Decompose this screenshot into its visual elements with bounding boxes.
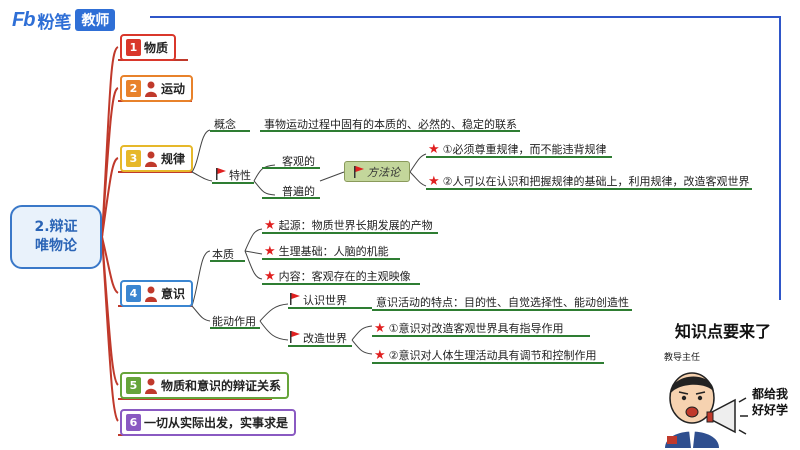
- frame-line: [150, 16, 781, 300]
- method-item-2: ★②人可以在认识和把握规律的基础上，利用规律，改造客观世界: [428, 173, 750, 189]
- central-topic-label: 2.辩证唯物论: [34, 219, 78, 254]
- transform-item-2: ★②意识对人体生理活动具有调节和控制作用: [374, 347, 597, 363]
- star-icon: ★: [264, 269, 276, 284]
- branch-label-2: 运动: [161, 82, 186, 96]
- branch-node-1: 1 物质: [120, 34, 177, 61]
- transform-world-node: 改造世界: [290, 330, 347, 346]
- red-flag-icon: [290, 331, 300, 343]
- essence-item-3-text: 内容：客观存在的主观映像: [278, 270, 411, 283]
- know-world-node: 认识世界: [290, 292, 347, 308]
- essence-item-3: ★内容：客观存在的主观映像: [264, 268, 411, 284]
- method-label: 方法论: [367, 165, 400, 179]
- star-icon: ★: [264, 244, 276, 259]
- branch-node-4: 4 意识: [120, 280, 194, 307]
- law-concept-text: 事物运动过程中固有的本质的、必然的、稳定的联系: [264, 118, 517, 131]
- branch-node-6: 6 一切从实际出发，实事求是: [120, 409, 297, 436]
- branch-number-3: 3: [126, 150, 141, 167]
- brand-tag: 教师: [75, 9, 116, 31]
- transform-item-2-text: ②意识对人体生理活动具有调节和控制作用: [388, 349, 597, 362]
- red-flag-icon: [290, 293, 300, 305]
- branch-node-3: 3 规律: [120, 145, 194, 172]
- red-flag-icon: [216, 168, 226, 180]
- star-icon: ★: [264, 218, 276, 233]
- branch-line-2: [101, 87, 119, 238]
- notice-heading: 知识点要来了: [675, 322, 772, 341]
- star-icon: ★: [428, 142, 440, 157]
- method-item-1-text: ①必须尊重规律，而不能违背规律: [442, 143, 607, 156]
- transform-item-1: ★①意识对改造客观世界具有指导作用: [374, 320, 564, 336]
- method-item-2-text: ②人可以在认识和把握规律的基础上，利用规律，改造客观世界: [442, 175, 750, 188]
- branch-number-6: 6: [126, 414, 141, 431]
- essence-item-2-text: 生理基础：人脑的机能: [278, 245, 389, 258]
- star-icon: ★: [374, 321, 386, 336]
- person-icon: [145, 286, 157, 302]
- law-trait-1: 客观的: [282, 155, 315, 168]
- transform-world-label: 改造世界: [303, 332, 347, 345]
- branch-label-6: 一切从实际出发，实事求是: [144, 416, 289, 430]
- fb-logo-mark: Fb: [12, 8, 35, 31]
- branch-node-5: 5 物质和意识的辩证关系: [120, 372, 290, 399]
- method-item-1: ★①必须尊重规律，而不能违背规律: [428, 141, 607, 157]
- branch-number-1: 1: [126, 39, 141, 56]
- law-concept-label: 概念: [214, 118, 236, 131]
- branch-number-4: 4: [126, 285, 141, 302]
- branch-number-5: 5: [126, 377, 141, 394]
- law-trait-2: 普遍的: [282, 185, 315, 198]
- branch-label-3: 规律: [161, 152, 186, 166]
- person-icon: [145, 151, 157, 167]
- teacher-tag: 教导主任: [664, 353, 701, 363]
- know-world-text: 意识活动的特点：目的性、自觉选择性、能动创造性: [376, 296, 629, 309]
- central-topic: 2.辩证唯物论: [10, 205, 102, 269]
- law-traits-label: 特性: [229, 169, 251, 182]
- branch-number-2: 2: [126, 80, 141, 97]
- branch-label-1: 物质: [144, 41, 169, 55]
- star-icon: ★: [374, 348, 386, 363]
- branch-label-5: 物质和意识的辩证关系: [161, 379, 282, 393]
- know-world-label: 认识世界: [303, 294, 347, 307]
- branch-line-4: [101, 236, 119, 294]
- essence-item-1: ★起源：物质世界长期发展的产物: [264, 217, 433, 233]
- essence-label: 本质: [212, 248, 234, 261]
- person-icon: [145, 81, 157, 97]
- branch-node-2: 2 运动: [120, 75, 194, 102]
- branch-label-4: 意识: [161, 287, 186, 301]
- essence-item-2: ★生理基础：人脑的机能: [264, 243, 389, 259]
- branch-line-3: [101, 157, 119, 238]
- essence-item-1-text: 起源：物质世界长期发展的产物: [278, 219, 433, 232]
- agency-label: 能动作用: [212, 315, 256, 328]
- brand-logo: Fb 粉笔 教师: [12, 7, 116, 33]
- transform-item-1-text: ①意识对改造客观世界具有指导作用: [388, 322, 564, 335]
- brand-name: 粉笔: [37, 12, 72, 33]
- method-node: 方法论: [344, 161, 410, 182]
- branch-line-6: [101, 236, 119, 422]
- law-traits-node: 特性: [216, 167, 251, 183]
- person-icon: [145, 378, 157, 394]
- teacher-illustration: [665, 372, 748, 448]
- callout-text: 都给我好好学: [752, 387, 789, 417]
- star-icon: ★: [428, 174, 440, 189]
- red-flag-icon: [354, 165, 364, 178]
